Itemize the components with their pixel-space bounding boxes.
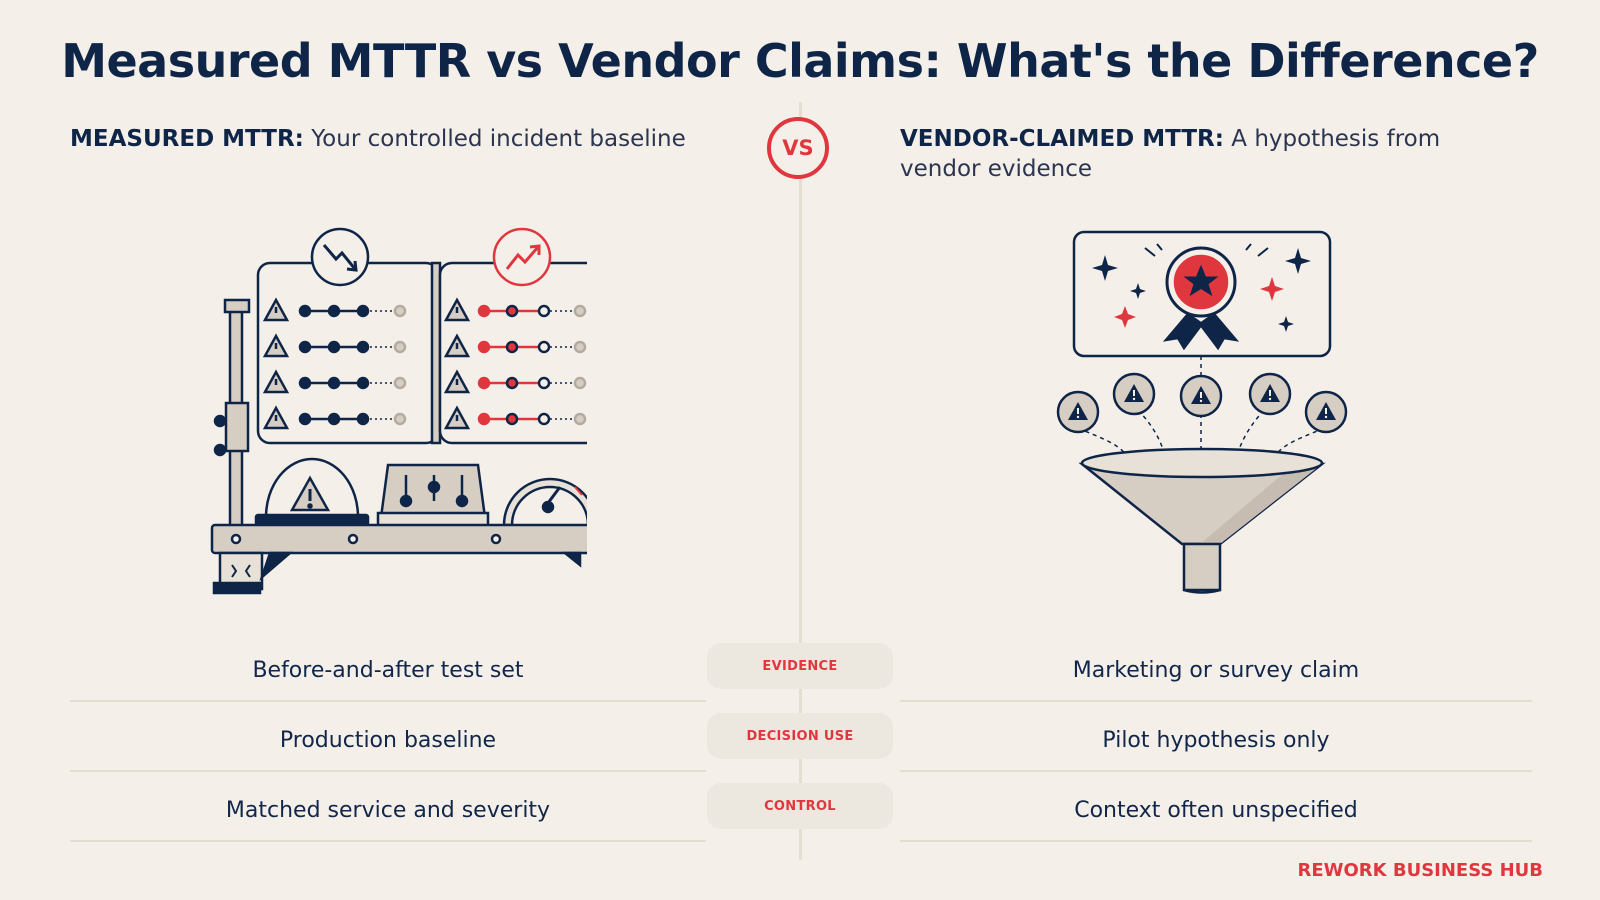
row-divider bbox=[70, 700, 706, 702]
award-funnel-illustration bbox=[1056, 230, 1348, 594]
row-evidence-measured: Before-and-after test set bbox=[252, 657, 524, 683]
test-bench-illustration bbox=[210, 227, 587, 595]
page-title: Measured MTTR vs Vendor Claims: What's t… bbox=[61, 34, 1539, 88]
row-divider bbox=[900, 700, 1532, 702]
brand-footer: REWORK BUSINESS HUB bbox=[1297, 860, 1543, 881]
row-divider bbox=[70, 840, 706, 842]
center-divider bbox=[799, 102, 802, 860]
row-divider bbox=[900, 770, 1532, 772]
row-divider bbox=[900, 840, 1532, 842]
vendor-heading-bold: VENDOR-CLAIMED MTTR: bbox=[900, 126, 1224, 152]
vendor-heading-text: A hypothesis from vendor evidence bbox=[900, 126, 1441, 182]
row-control-vendor: Context often unspecified bbox=[1074, 797, 1358, 823]
vs-badge: VS bbox=[767, 117, 829, 179]
row-decision-measured: Production baseline bbox=[279, 727, 497, 753]
row-evidence-label: EVIDENCE bbox=[707, 643, 893, 689]
vendor-heading: VENDOR-CLAIMED MTTR: A hypothesis from v… bbox=[900, 124, 1520, 184]
measured-heading-text: Your controlled incident baseline bbox=[311, 126, 686, 152]
row-evidence-vendor: Marketing or survey claim bbox=[1072, 657, 1360, 683]
measured-heading-bold: MEASURED MTTR: bbox=[70, 126, 304, 152]
row-divider bbox=[70, 770, 706, 772]
row-control-label: CONTROL bbox=[707, 783, 893, 829]
measured-heading: MEASURED MTTR: Your controlled incident … bbox=[70, 124, 710, 154]
row-control-measured: Matched service and severity bbox=[225, 797, 551, 823]
row-decision-label: DECISION USE bbox=[707, 713, 893, 759]
row-decision-vendor: Pilot hypothesis only bbox=[1102, 727, 1330, 753]
